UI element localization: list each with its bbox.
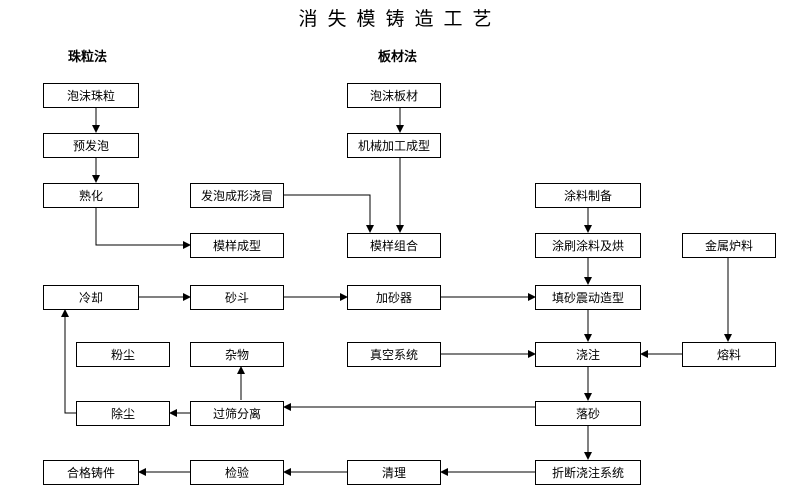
step-qualified: 合格铸件	[43, 460, 139, 485]
step-vacuum: 真空系统	[347, 342, 441, 367]
step-melting: 熔料	[682, 342, 776, 367]
step-machining: 机械加工成型	[347, 133, 441, 158]
step-cooling: 冷却	[43, 285, 139, 310]
step-sand-adder: 加砂器	[347, 285, 441, 310]
step-foam-board: 泡沫板材	[347, 83, 441, 108]
step-cure: 熟化	[43, 183, 139, 208]
step-coat-dry: 涂刷涂料及烘	[535, 233, 641, 258]
step-inspection: 检验	[190, 460, 284, 485]
step-debris: 杂物	[190, 342, 284, 367]
step-pouring: 浇注	[535, 342, 641, 367]
bead-method-label: 珠粒法	[68, 50, 108, 65]
step-coating-prep: 涂料制备	[535, 183, 641, 208]
step-break-gating: 折断浇注系统	[535, 460, 641, 485]
board-method-label: 板材法	[378, 50, 418, 65]
step-foam-beads: 泡沫珠粒	[43, 83, 139, 108]
step-foam-riser: 发泡成形浇冒	[190, 183, 284, 208]
arrow-riser-to-assembly	[284, 194, 374, 233]
step-pattern-assembly: 模样组合	[347, 233, 441, 258]
arrow-cure-to-pattern	[95, 208, 191, 249]
page-title: 消失模铸造工艺	[298, 8, 502, 30]
step-fill-vibrate: 填砂震动造型	[535, 285, 641, 310]
arrow-dedust-to-cooling	[61, 309, 76, 414]
step-dedust: 除尘	[76, 401, 170, 426]
step-dust: 粉尘	[76, 342, 170, 367]
step-metal-charge: 金属炉料	[682, 233, 776, 258]
step-shakeout: 落砂	[535, 401, 641, 426]
step-screen-separate: 过筛分离	[190, 401, 284, 426]
step-cleaning: 清理	[347, 460, 441, 485]
step-pattern-mold: 模样成型	[190, 233, 284, 258]
step-sand-hopper: 砂斗	[190, 285, 284, 310]
step-pre-expand: 预发泡	[43, 133, 139, 158]
